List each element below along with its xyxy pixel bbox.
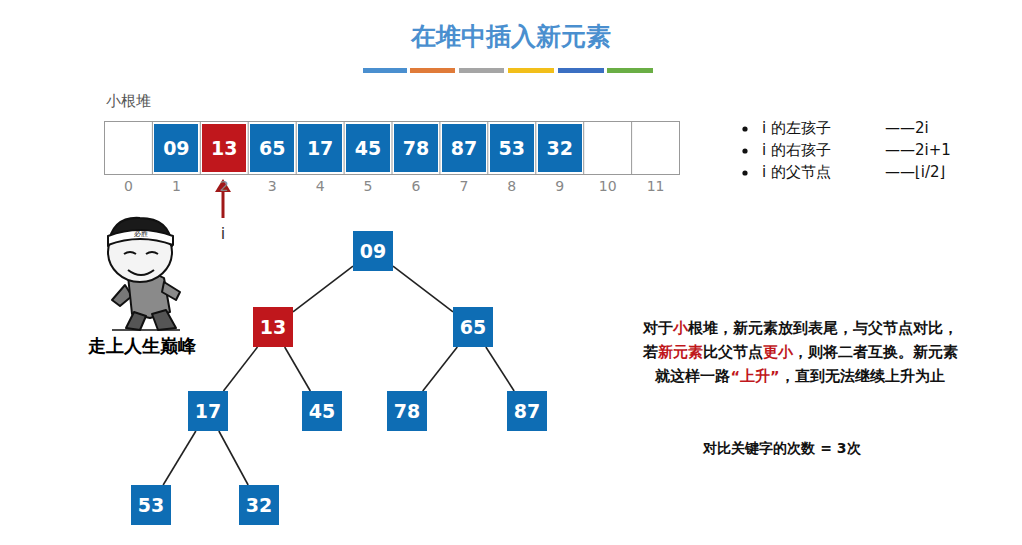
- tree-edge: [486, 347, 514, 391]
- note-text: ——2i: [885, 119, 929, 137]
- node-value: 78: [394, 400, 420, 422]
- heap-tree-node: 32: [239, 485, 279, 525]
- paragraph-text: ，直到无法继续上升为止: [780, 368, 945, 384]
- node-value: 45: [309, 400, 335, 422]
- heap-tree-node: 17: [188, 391, 228, 431]
- node-value: 32: [547, 137, 573, 159]
- pointer-arrow: [215, 179, 231, 218]
- title-underline-bar: [363, 68, 653, 73]
- paragraph-text: 对于: [643, 320, 673, 336]
- node-value: 09: [360, 240, 386, 262]
- paragraph-text: ，则将二者互换。新元素: [793, 344, 958, 360]
- node-value: 53: [138, 494, 164, 516]
- tree-edge: [223, 347, 257, 391]
- headband-text: 必胜: [134, 229, 148, 239]
- heap-tree-node: 87: [507, 391, 547, 431]
- paragraph-text: 根堆，新元素放到表尾，与父节点对比，: [688, 320, 958, 336]
- tree-edge: [219, 431, 248, 485]
- paragraph-text: 比父节点: [703, 344, 763, 360]
- array-cell: 13: [202, 124, 246, 172]
- note-text: 小根堆: [106, 92, 151, 111]
- pointer-label: i: [221, 224, 225, 243]
- note-text: ——⌊i/2⌋: [885, 163, 945, 181]
- tree-edge: [423, 347, 458, 391]
- node-value: 65: [460, 316, 486, 338]
- highlight-text: 小: [673, 320, 688, 336]
- index-number: 7: [459, 178, 468, 194]
- tree-edge: [285, 347, 311, 391]
- node-value: 45: [355, 137, 381, 159]
- heap-tree-node: 65: [453, 307, 493, 347]
- node-value: 87: [514, 400, 540, 422]
- note-text: i 的左孩子: [762, 119, 831, 138]
- bullet-dots: [742, 126, 747, 175]
- index-number: 0: [124, 178, 133, 194]
- cartoon-figure: [108, 218, 180, 330]
- diagram-title: 在堆中插入新元素: [0, 20, 1022, 53]
- index-number: 10: [599, 178, 617, 194]
- node-value: 78: [403, 137, 429, 159]
- node-value: 09: [163, 137, 189, 159]
- index-number: 6: [412, 178, 421, 194]
- heap-tree-node: 45: [302, 391, 342, 431]
- index-number: 1: [172, 178, 181, 194]
- array-cell: 87: [442, 124, 486, 172]
- highlight-text: 新元素: [658, 344, 703, 360]
- highlight-text: 更小: [763, 344, 793, 360]
- node-value: 32: [246, 494, 272, 516]
- heap-tree-node: 53: [131, 485, 171, 525]
- index-number: 2: [220, 178, 229, 194]
- array-cell: 45: [346, 124, 390, 172]
- index-number: 11: [647, 178, 665, 194]
- paragraph-line: 若新元素比父节点更小，则将二者互换。新元素: [600, 340, 1000, 364]
- note-text: 对比关键字的次数 = 3次: [703, 440, 860, 458]
- note-text: i 的父节点: [762, 163, 831, 182]
- note-text: i 的右孩子: [762, 141, 831, 160]
- index-number: 9: [555, 178, 564, 194]
- node-value: 17: [195, 400, 221, 422]
- index-number: 8: [507, 178, 516, 194]
- paragraph-text: 就这样一路: [655, 368, 730, 384]
- node-value: 87: [451, 137, 477, 159]
- explanation-paragraph: 对于小根堆，新元素放到表尾，与父节点对比，若新元素比父节点更小，则将二者互换。新…: [600, 316, 1000, 388]
- heap-tree-node: 09: [353, 231, 393, 271]
- heap-tree-node: 78: [387, 391, 427, 431]
- array-cell: 32: [538, 124, 582, 172]
- array-cell: 65: [250, 124, 294, 172]
- paragraph-text: 若: [643, 344, 658, 360]
- paragraph-line: 对于小根堆，新元素放到表尾，与父节点对比，: [600, 316, 1000, 340]
- node-value: 53: [499, 137, 525, 159]
- array-cell: 53: [490, 124, 534, 172]
- tree-edge: [393, 266, 453, 312]
- heap-tree-node: 13: [253, 307, 293, 347]
- node-value: 65: [259, 137, 285, 159]
- paragraph-line: 就这样一路“上升”，直到无法继续上升为止: [600, 364, 1000, 388]
- tree-edge: [163, 431, 196, 485]
- index-number: 4: [316, 178, 325, 194]
- highlight-text: “上升”: [730, 368, 779, 384]
- node-value: 17: [307, 137, 333, 159]
- index-number: 3: [268, 178, 277, 194]
- node-value: 13: [211, 137, 237, 159]
- array-cell: 09: [154, 124, 198, 172]
- index-number: 5: [364, 178, 373, 194]
- array-frame: [105, 122, 680, 175]
- array-cell: 17: [298, 124, 342, 172]
- note-text: ——2i+1: [885, 141, 951, 159]
- node-value: 13: [260, 316, 286, 338]
- tree-edge: [293, 266, 353, 312]
- note-text: 走上人生巅峰: [88, 334, 196, 358]
- array-cell: 78: [394, 124, 438, 172]
